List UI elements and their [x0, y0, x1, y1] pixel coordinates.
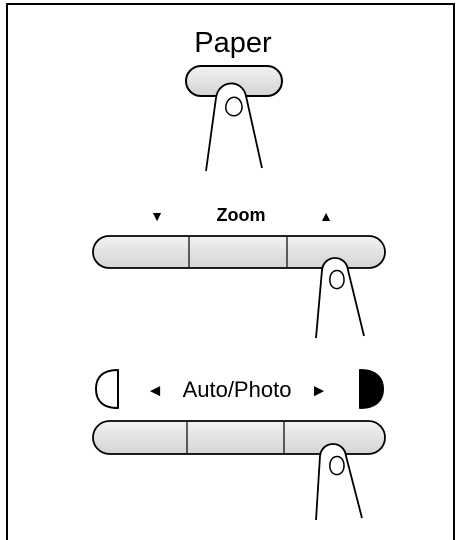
density-lighter-button[interactable] [95, 423, 186, 452]
diagram-frame [6, 3, 455, 540]
density-button-bar [92, 420, 386, 455]
density-left-arrow-icon: ◄ [147, 381, 164, 400]
auto-photo-button[interactable] [188, 423, 283, 452]
zoom-down-arrow-icon: ▼ [150, 208, 164, 224]
auto-photo-label: Auto/Photo [183, 377, 292, 402]
zoom-up-arrow-icon: ▲ [319, 208, 333, 224]
pressing-finger-icon [205, 82, 263, 172]
light-density-icon [95, 369, 119, 409]
pressing-finger-icon [315, 257, 365, 339]
zoom-reset-button[interactable] [190, 238, 286, 266]
paper-label: Paper [194, 27, 272, 59]
zoom-button-bar [92, 235, 386, 269]
zoom-label: Zoom [217, 205, 266, 225]
dark-density-icon [359, 369, 384, 409]
pressing-finger-icon [315, 443, 363, 521]
zoom-down-button[interactable] [95, 238, 188, 266]
density-right-arrow-icon: ► [311, 381, 328, 400]
